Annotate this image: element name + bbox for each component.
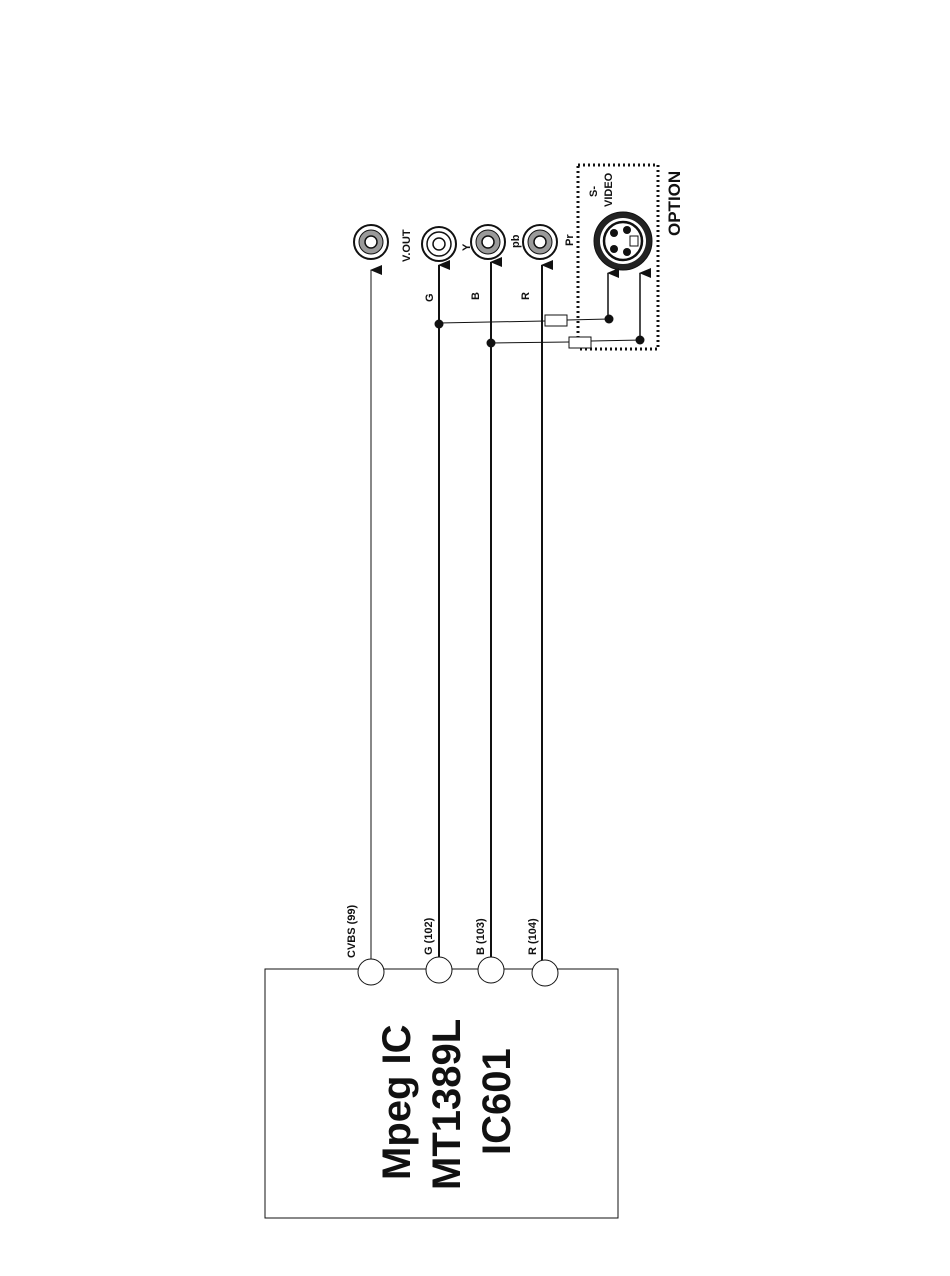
chip-label-line-1: Mpeg IC [375, 1024, 419, 1180]
signal-label-r: R [520, 292, 532, 300]
junction-svideo-y [605, 315, 614, 324]
chip-label-line-2: MT1389L [425, 1019, 469, 1190]
junction-svideo-c [636, 336, 645, 345]
svideo-label-line-2: VIDEO [603, 172, 615, 207]
branch-g-right [567, 319, 609, 320]
rca-y [422, 227, 456, 261]
resistor-y [545, 315, 567, 326]
option-label: OPTION [665, 171, 684, 236]
pin-r [532, 960, 558, 986]
connector-label-y: Y [461, 243, 473, 251]
rca-pr [523, 225, 557, 259]
pin-cvbs [358, 959, 384, 985]
pin-label-cvbs: CVBS (99) [346, 904, 358, 958]
svideo-label-line-1: S- [588, 186, 600, 197]
signal-label-b: B [470, 292, 482, 300]
pin-label-g: G (102) [423, 917, 435, 955]
pin-label-b: B (103) [475, 918, 487, 955]
svideo-connector [594, 212, 652, 270]
pin-b [478, 957, 504, 983]
pin-g [426, 957, 452, 983]
branch-b-left [491, 342, 569, 343]
resistor-c [569, 337, 591, 348]
branch-b-right [591, 340, 640, 341]
rca-vout [354, 225, 388, 259]
connector-label-pb: pb [510, 234, 522, 248]
connector-label-vout: V.OUT [401, 229, 413, 262]
signal-label-g: G [424, 293, 436, 302]
rca-pb [471, 225, 505, 259]
chip-label: Mpeg IC MT1389L IC601 [375, 1019, 519, 1190]
connector-label-pr: Pr [564, 234, 576, 246]
chip-label-line-3: IC601 [475, 1048, 519, 1155]
pin-label-r: R (104) [527, 918, 539, 955]
junction-g [435, 320, 444, 329]
